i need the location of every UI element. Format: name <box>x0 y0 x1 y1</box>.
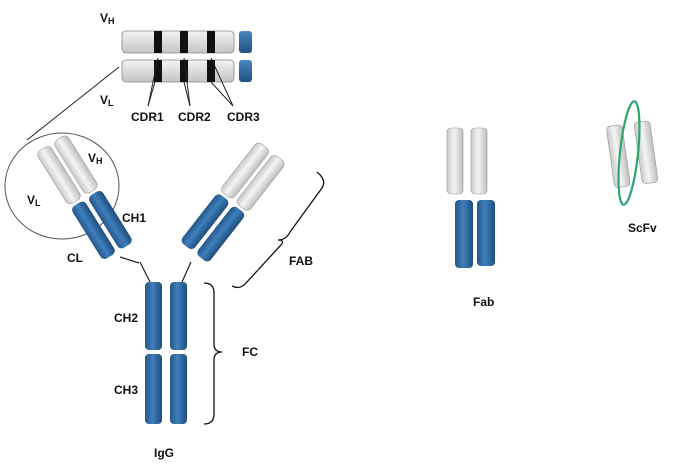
igg-right-arm <box>181 142 285 262</box>
igg-right-vh-domain <box>221 142 269 199</box>
fc-bracket <box>203 282 223 425</box>
scfv-linker <box>617 100 641 206</box>
scfv-fragment: ScFv <box>606 100 659 235</box>
ch1-label: CH1 <box>122 211 146 225</box>
igg-right-ch1-domain <box>181 194 229 250</box>
cdr1-label: CDR1 <box>131 110 164 124</box>
vh-constant-stub <box>239 31 252 53</box>
igg-ch2-domain-b <box>170 282 187 350</box>
igg-hinge <box>119 256 192 283</box>
fab-bracket-label: FAB <box>289 254 313 268</box>
igg-vl-domain <box>37 146 81 205</box>
igg-ch1-domain <box>89 191 132 249</box>
cdr-pointers <box>147 57 234 107</box>
scfv-label: ScFv <box>628 221 657 235</box>
cdr3-label: CDR3 <box>227 110 260 124</box>
cdr3-band-vh <box>207 31 215 53</box>
igg-right-vl-domain <box>237 155 285 211</box>
variable-region-detail: VH VL CDR1 CDR2 CDR3 <box>100 11 260 124</box>
ch3-label: CH3 <box>114 383 138 397</box>
cdr1-band-vh <box>154 31 162 53</box>
ch2-label: CH2 <box>114 311 138 325</box>
variable-region-highlight-circle <box>4 132 120 240</box>
vl-top-label: VL <box>100 93 114 108</box>
cdr2-label: CDR2 <box>178 110 211 124</box>
igg-ch2-domain-a <box>145 282 162 350</box>
cl-label: CL <box>67 251 83 265</box>
cdr2-band-vh <box>180 31 188 53</box>
igg-vh-label: VH <box>88 151 103 166</box>
cdr1-band-vl <box>154 60 162 82</box>
fab-fragment: Fab <box>446 127 495 309</box>
igg-label: IgG <box>154 446 174 460</box>
igg-right-cl-domain <box>197 206 245 262</box>
fab-ch1-domain <box>477 200 495 266</box>
cdr3-band-vl <box>207 60 215 82</box>
igg-ch3-domain-a <box>145 354 162 424</box>
fab-cl-domain <box>455 200 473 268</box>
vh-bar <box>121 30 235 54</box>
igg-molecule: VH VL CH1 CL FAB CH2 CH3 FC IgG <box>27 135 325 460</box>
fab-vh-domain <box>470 127 488 195</box>
cdr2-band-vl <box>180 60 188 82</box>
igg-vh-domain <box>54 135 98 194</box>
fab-label: Fab <box>473 295 494 309</box>
fc-bracket-label: FC <box>242 345 258 359</box>
vh-top-label: VH <box>100 11 115 26</box>
igg-cl-domain <box>72 201 115 259</box>
igg-ch3-domain-b <box>170 354 187 424</box>
scfv-vh-domain <box>606 124 631 188</box>
vl-constant-stub <box>239 60 252 82</box>
fab-vl-domain <box>446 127 464 195</box>
igg-left-arm <box>37 135 132 259</box>
fab-bracket <box>231 171 325 289</box>
zoom-line <box>26 66 120 141</box>
vl-bar <box>121 59 235 83</box>
igg-vl-label: VL <box>27 193 41 208</box>
